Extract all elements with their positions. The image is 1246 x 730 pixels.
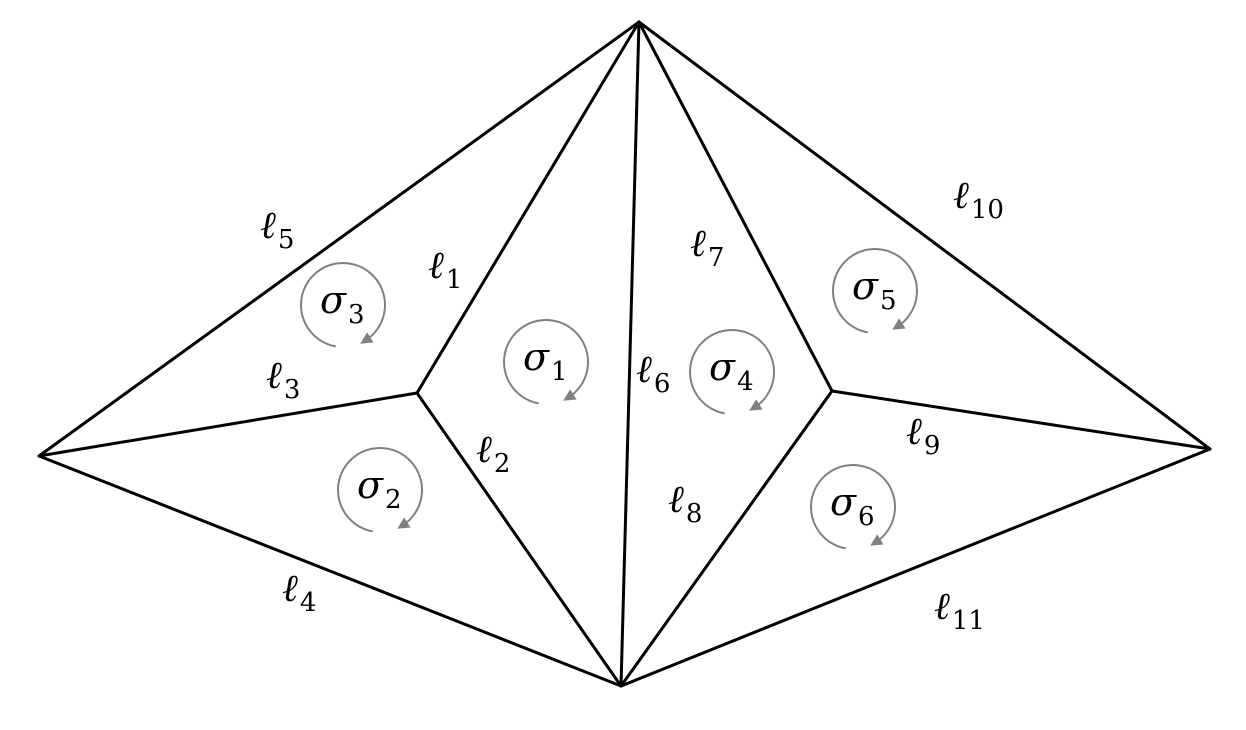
edge-symbol: ℓ (282, 566, 298, 610)
edge-label-l10: ℓ10 (953, 173, 1004, 225)
face-label-s6: σ6 (830, 480, 875, 532)
edge-symbol: ℓ (953, 173, 969, 217)
face-symbol: σ (357, 463, 384, 507)
orientation-arc-s6 (810, 464, 896, 550)
edge-index: 9 (924, 431, 941, 461)
face-label-s4: σ4 (709, 345, 754, 397)
edge-label-l11: ℓ11 (934, 584, 985, 636)
face-index: 3 (348, 300, 365, 330)
orientation-arc-s1 (503, 319, 589, 405)
orientation-arrowhead-s1 (563, 389, 577, 401)
face-label-s2: σ2 (357, 463, 402, 515)
edge-symbol: ℓ (476, 427, 492, 471)
edge-symbol: ℓ (428, 243, 444, 287)
edge-l8 (619, 389, 834, 688)
edge-label-l8: ℓ8 (668, 477, 702, 529)
edge-symbol: ℓ (668, 477, 684, 521)
edge-index: 5 (278, 225, 295, 255)
face-index: 4 (737, 367, 754, 397)
edge-symbol: ℓ (906, 409, 922, 453)
face-index: 2 (385, 485, 402, 515)
edge-index: 11 (952, 606, 985, 636)
edges-layer (37, 20, 1212, 688)
orientation-arrowhead-s4 (749, 399, 763, 411)
orientation-arrowhead-s2 (397, 517, 411, 529)
edge-symbol: ℓ (266, 353, 282, 397)
edge-symbol: ℓ (636, 347, 652, 391)
orientation-arrowhead-s6 (870, 534, 884, 546)
edge-l3 (37, 391, 419, 458)
orientation-arc-s2 (337, 447, 423, 533)
edge-label-l2: ℓ2 (476, 427, 510, 479)
face-index: 5 (880, 286, 897, 316)
face-label-s1: σ1 (523, 335, 568, 387)
edge-l10 (637, 20, 1212, 451)
face-symbol: σ (709, 345, 736, 389)
edge-index: 7 (708, 243, 725, 273)
edge-label-l6: ℓ6 (636, 347, 670, 399)
edge-index: 2 (494, 449, 511, 479)
face-index: 1 (551, 357, 568, 387)
edge-index: 6 (654, 369, 671, 399)
edge-l2 (415, 391, 623, 688)
edge-index: 10 (971, 195, 1004, 225)
face-symbol: σ (523, 335, 550, 379)
edge-label-l7: ℓ7 (690, 221, 724, 273)
edge-l6 (619, 20, 641, 688)
edge-symbol: ℓ (690, 221, 706, 265)
edge-l4 (37, 454, 623, 688)
edge-label-l1: ℓ1 (428, 243, 462, 295)
orientation-arrowhead-s5 (892, 318, 906, 330)
face-index: 6 (858, 502, 875, 532)
edge-l1 (415, 20, 641, 395)
edge-index: 8 (686, 499, 703, 529)
edge-index: 4 (300, 588, 317, 618)
orientation-markers-layer (300, 248, 918, 550)
edge-symbol: ℓ (260, 203, 276, 247)
face-symbol: σ (320, 278, 347, 322)
face-label-s5: σ5 (852, 264, 897, 316)
orientation-arc-s5 (832, 248, 918, 334)
edge-label-l4: ℓ4 (282, 566, 316, 618)
edge-label-l9: ℓ9 (906, 409, 940, 461)
edge-symbol: ℓ (934, 584, 950, 628)
edge-l5 (37, 20, 641, 458)
edge-index: 1 (446, 265, 463, 295)
orientation-arrowhead-s3 (360, 332, 374, 344)
edge-label-l5: ℓ5 (260, 203, 294, 255)
edge-l11 (619, 447, 1212, 688)
orientation-arc-s3 (300, 262, 386, 348)
orientation-arc-s4 (689, 329, 775, 415)
edge-label-l3: ℓ3 (266, 353, 300, 405)
face-label-s3: σ3 (320, 278, 365, 330)
edge-l7 (637, 20, 834, 393)
edge-index: 3 (284, 375, 301, 405)
edge-l9 (830, 389, 1212, 451)
face-symbol: σ (852, 264, 879, 308)
face-symbol: σ (830, 480, 857, 524)
